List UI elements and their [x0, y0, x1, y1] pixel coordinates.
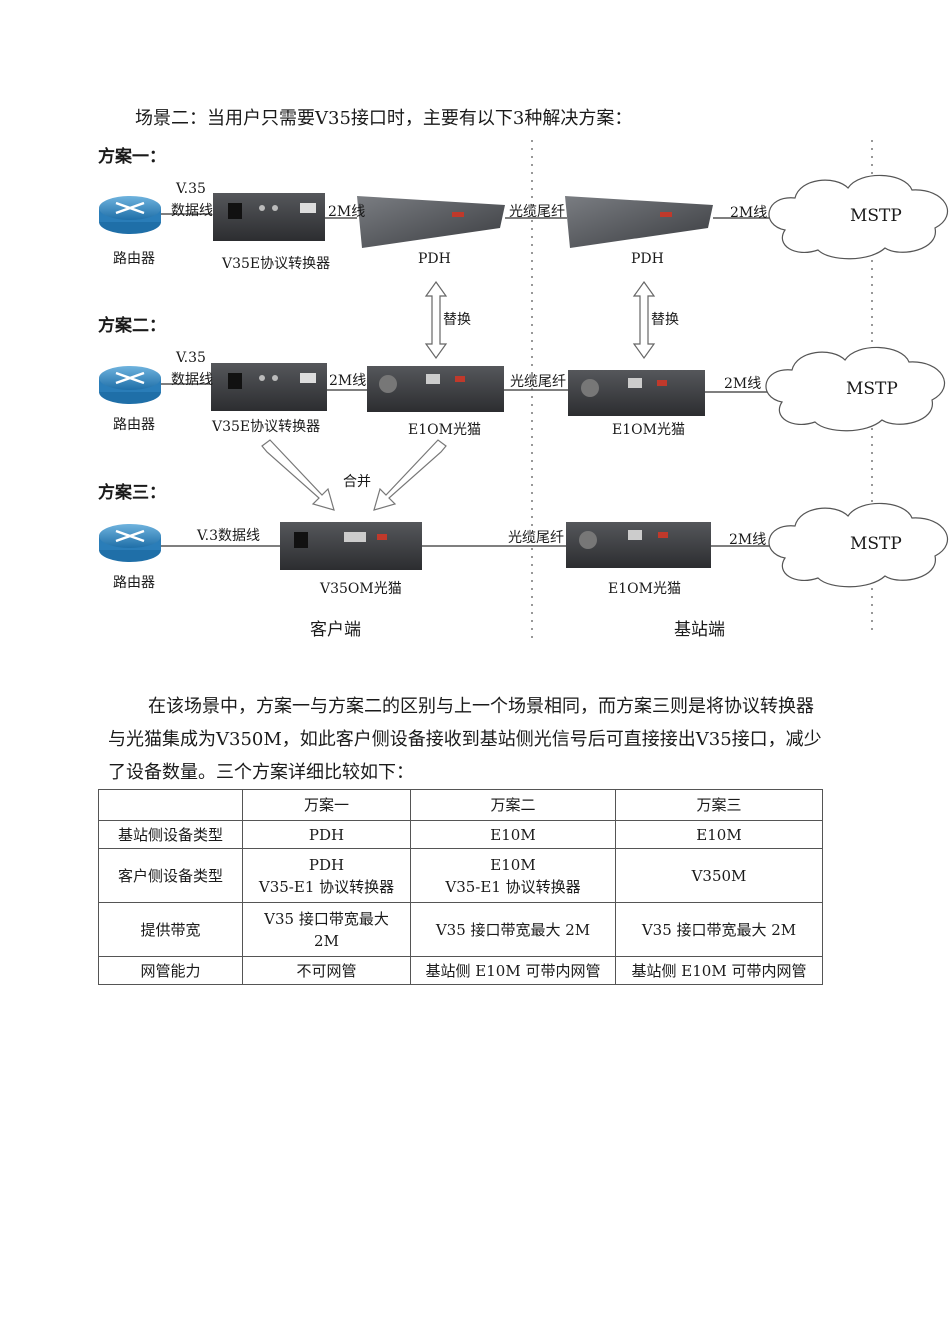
table-cell: E10M	[615, 820, 823, 849]
table-cell: 基站侧 E10M 可带内网管	[410, 956, 616, 985]
mstp-cloud	[768, 174, 948, 260]
table-cell: 网管能力	[98, 956, 243, 985]
v35-cable-label: 数据线	[171, 372, 213, 388]
v35-cable-label: V.3数据线	[197, 528, 261, 544]
router-icon	[99, 196, 161, 234]
table-header-cell: 万案三	[615, 789, 823, 821]
device-label: PDH	[418, 251, 451, 267]
table-cell: 不可网管	[242, 956, 411, 985]
replace-arrow	[424, 280, 656, 360]
table-cell: E10M	[410, 820, 616, 849]
mstp-cloud	[768, 502, 948, 588]
table-cell: V350M	[615, 848, 823, 903]
table-cell: E10M V35-E1 协议转换器	[410, 848, 616, 903]
comparison-table: 万案一 万案二 万案三 基站侧设备类型 PDH E10M E10M 客户侧设备类…	[98, 789, 823, 985]
intro-text: 场景二：当用户只需要V35接口时，主要有以下3种解决方案：	[135, 108, 633, 129]
v35-cable-label: V.35	[176, 350, 206, 366]
line-label: 光缆尾纤	[508, 530, 564, 546]
base-side-label: 基站端	[674, 620, 725, 640]
line-label: 2M线	[730, 205, 768, 221]
table-header-cell	[98, 789, 243, 821]
router-label: 路由器	[113, 417, 155, 433]
device-label: E1OM光猫	[408, 422, 481, 438]
replace-label: 替换	[443, 312, 471, 328]
table-cell: PDH V35-E1 协议转换器	[242, 848, 411, 903]
mstp-label: MSTP	[846, 379, 898, 399]
table-row: 基站侧设备类型 PDH E10M E10M	[98, 820, 823, 849]
device-label: V35E协议转换器	[212, 419, 321, 435]
merge-label: 合并	[343, 474, 371, 490]
router-icon	[99, 366, 161, 404]
table-cell: 基站侧 E10M 可带内网管	[615, 956, 823, 985]
table-header-cell: 万案一	[242, 789, 411, 821]
device-label: E1OM光猫	[612, 422, 685, 438]
table-header-row: 万案一 万案二 万案三	[98, 789, 823, 821]
table-cell: V35 接口带宽最大 2M	[410, 902, 616, 957]
scheme-2-label: 方案二：	[98, 316, 166, 336]
router-label: 路由器	[113, 575, 155, 591]
device-label: PDH	[631, 251, 664, 267]
line-label: 2M线	[329, 373, 367, 389]
table-header-cell: 万案二	[410, 789, 616, 821]
device-label: E1OM光猫	[608, 581, 681, 597]
table-cell: V35 接口带宽最大 2M	[242, 902, 411, 957]
v35-cable-label: V.35	[176, 181, 206, 197]
line-label: 光缆尾纤	[509, 204, 565, 220]
table-cell: PDH	[242, 820, 411, 849]
replace-label: 替换	[651, 312, 679, 328]
table-cell: 基站侧设备类型	[98, 820, 243, 849]
router-label: 路由器	[113, 251, 155, 267]
table-cell: 提供带宽	[98, 902, 243, 957]
device-label: V35E协议转换器	[222, 256, 331, 272]
v35-cable-label: 数据线	[171, 203, 213, 219]
line-label: 2M线	[729, 532, 767, 548]
table-row: 网管能力 不可网管 基站侧 E10M 可带内网管 基站侧 E10M 可带内网管	[98, 956, 823, 985]
mstp-cloud	[765, 346, 945, 432]
table-cell: 客户侧设备类型	[98, 848, 243, 903]
scheme-1-label: 方案一：	[98, 147, 166, 167]
pdh-device	[565, 196, 713, 248]
table-cell: V35 接口带宽最大 2M	[615, 902, 823, 957]
mstp-label: MSTP	[850, 206, 902, 226]
scheme-3-label: 方案三：	[98, 483, 166, 503]
line-label: 光缆尾纤	[510, 374, 566, 390]
body-paragraph: 在该场景中，方案一与方案二的区别与上一个场景相同，而方案三则是将协议转换器与光猫…	[108, 696, 822, 783]
line-label: 2M线	[724, 376, 762, 392]
router-icon	[99, 524, 161, 562]
table-row: 提供带宽 V35 接口带宽最大 2M V35 接口带宽最大 2M V35 接口带…	[98, 902, 823, 957]
line-label: 2M线	[328, 204, 366, 220]
merge-arrow	[261, 439, 447, 511]
mstp-label: MSTP	[850, 534, 902, 554]
network-diagram	[99, 140, 948, 640]
client-side-label: 客户端	[310, 620, 361, 640]
pdh-device	[357, 196, 505, 248]
device-label: V35OM光猫	[320, 581, 402, 597]
table-row: 客户侧设备类型 PDH V35-E1 协议转换器 E10M V35-E1 协议转…	[98, 848, 823, 903]
